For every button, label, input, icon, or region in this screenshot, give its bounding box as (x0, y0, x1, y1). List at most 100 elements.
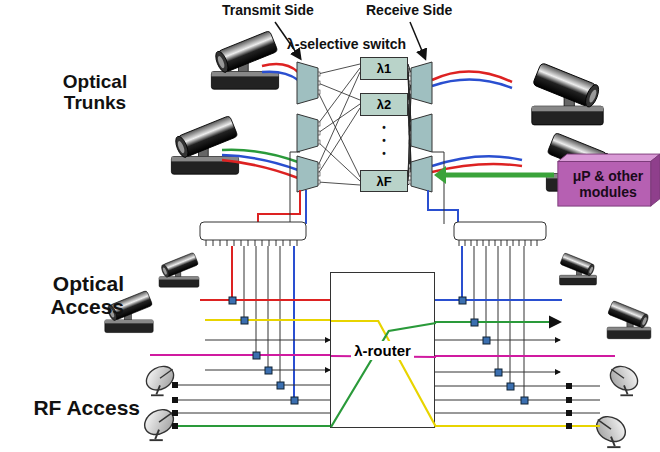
wire (283, 240, 284, 246)
wire (435, 299, 562, 301)
wire (227, 240, 228, 246)
wire (175, 385, 330, 386)
coupler (291, 397, 298, 404)
wire (435, 340, 560, 341)
wire (459, 240, 460, 246)
coupler (507, 383, 514, 390)
wire (525, 240, 526, 246)
node-text: λ-router (354, 342, 411, 359)
wire (220, 240, 221, 246)
wire (268, 246, 269, 367)
terminal (566, 410, 572, 416)
node-text: λF (376, 174, 391, 189)
wire (461, 246, 463, 297)
terminal (172, 410, 178, 416)
terminal (566, 383, 572, 389)
wavelength-box: λF (360, 170, 408, 192)
wire (205, 340, 330, 341)
wire (507, 240, 508, 246)
switch-label: λ-selective switch (287, 37, 437, 52)
wire (318, 142, 360, 181)
block-side (651, 154, 660, 206)
side-label: Transmit Side (222, 3, 332, 18)
wire (435, 355, 615, 357)
wire (501, 240, 502, 246)
wire (244, 246, 245, 317)
wire (318, 68, 360, 124)
wire (200, 299, 330, 301)
wire (537, 240, 538, 246)
wire (519, 240, 520, 246)
wire (276, 240, 277, 246)
group-label: Optical Access (4, 272, 124, 318)
terminal (566, 397, 572, 403)
coupler (495, 369, 502, 376)
control-arrow (440, 173, 554, 178)
wire (510, 246, 511, 383)
coupler (471, 319, 478, 326)
terminal (172, 423, 178, 429)
wire (435, 425, 600, 427)
wire (477, 240, 478, 246)
coupler (265, 367, 272, 374)
block-top (558, 154, 660, 161)
terminal (172, 397, 178, 403)
coupler (253, 352, 260, 359)
ellipsis-dot: • (379, 148, 389, 159)
coupler (241, 317, 248, 324)
node-text: λ2 (377, 97, 391, 112)
ellipsis-dot: • (379, 122, 389, 133)
wire (435, 413, 600, 414)
wire (331, 323, 436, 427)
wire (531, 240, 532, 246)
wire (498, 246, 499, 369)
control-arrowhead (434, 166, 446, 184)
node-text: μP & other modules (558, 168, 658, 200)
wire (318, 182, 360, 185)
wire (435, 400, 600, 401)
wire (175, 400, 330, 401)
wire (318, 72, 360, 166)
wire (293, 246, 295, 397)
router-box: λ-router (330, 272, 435, 428)
ellipsis-dot: • (379, 135, 389, 146)
wire (297, 240, 298, 246)
wire (269, 240, 270, 246)
wire (213, 240, 214, 246)
wire (495, 240, 496, 246)
wire (248, 240, 249, 246)
wire (150, 354, 330, 356)
wire (255, 240, 256, 246)
wire (205, 319, 330, 321)
wire (231, 246, 233, 297)
wavelength-box: λ1 (360, 57, 408, 80)
wire (483, 240, 484, 246)
group-label: RF Access (20, 396, 140, 419)
wire (474, 246, 475, 319)
group-label: Optical Trunks (45, 72, 145, 114)
wire (486, 246, 487, 337)
wire (262, 240, 263, 246)
wire (175, 413, 330, 414)
wire (280, 246, 281, 382)
terminal (566, 423, 572, 429)
terminal (172, 382, 178, 388)
wire (318, 64, 360, 74)
coupler (277, 382, 284, 389)
side-label: Receive Side (366, 3, 476, 18)
wire (513, 240, 514, 246)
wire (435, 321, 560, 323)
wire (318, 92, 360, 177)
node-text: λ1 (377, 61, 391, 76)
wire (489, 240, 490, 246)
coupler (459, 297, 466, 304)
wavelength-box: λ2 (360, 93, 408, 116)
wire (241, 240, 242, 246)
coupler (229, 297, 236, 304)
coupler (483, 337, 490, 344)
wire (234, 240, 235, 246)
wire (318, 108, 360, 174)
wire (331, 321, 436, 427)
wire (471, 240, 472, 246)
wire (465, 240, 466, 246)
